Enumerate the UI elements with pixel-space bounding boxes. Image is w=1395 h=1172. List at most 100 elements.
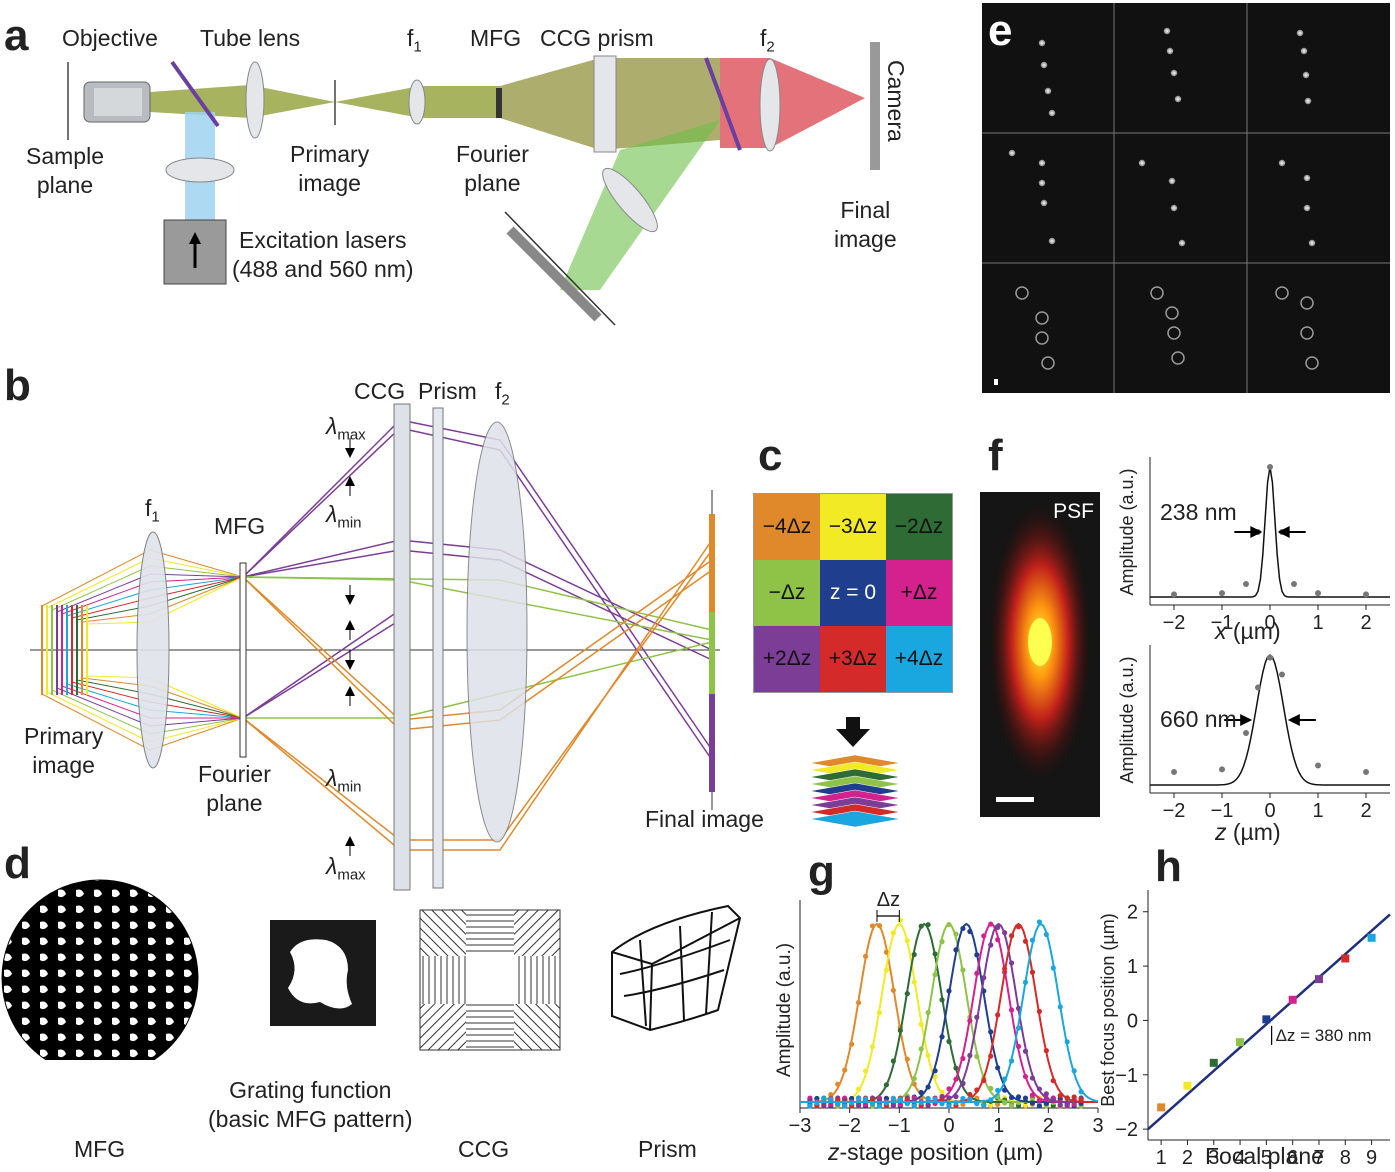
data-point	[842, 1067, 848, 1073]
data-point	[1219, 590, 1225, 597]
label-lambda-max-top: λmax	[326, 413, 366, 444]
h-xtick: 8	[1340, 1147, 1351, 1169]
psf-label: PSF	[1053, 500, 1094, 523]
g-ylabel: Amplitude (a.u.)	[774, 943, 795, 1077]
focal-plane-cell: z = 0	[820, 560, 886, 626]
data-point	[1022, 1048, 1029, 1054]
label-grating-function: Grating function (basic MFG pattern)	[208, 1077, 413, 1132]
data-point	[1036, 919, 1042, 925]
data-point	[988, 1102, 994, 1108]
focal-plane-cell: −4Δz	[754, 494, 820, 560]
h-xtick: 4	[1235, 1147, 1246, 1169]
h-xtick: 6	[1287, 1147, 1298, 1169]
data-point	[849, 1100, 855, 1106]
data-point	[995, 1087, 1001, 1093]
focal-plane-cell: +Δz	[886, 560, 952, 626]
data-point	[1243, 730, 1249, 736]
fluorescent-spot	[1041, 356, 1055, 370]
grating-patterns	[1, 879, 742, 1060]
data-point	[967, 928, 973, 935]
focal-plane-point	[1157, 1103, 1166, 1112]
data-point	[1008, 933, 1015, 939]
data-point	[960, 925, 966, 932]
data-point	[835, 1081, 841, 1087]
data-point	[988, 1097, 994, 1103]
fluorescent-spot	[1300, 296, 1314, 310]
focal-plane-point	[1367, 933, 1376, 942]
fwhm-z-label: 660 nm	[1160, 706, 1237, 732]
data-point	[911, 979, 917, 985]
data-point	[939, 1101, 945, 1107]
data-point	[946, 1038, 952, 1045]
label-b-ccg: CCG	[354, 378, 406, 404]
data-point	[1008, 1058, 1015, 1064]
data-point	[862, 1096, 869, 1102]
g-tick: −1	[888, 1115, 911, 1137]
fluorescent-spot	[1163, 27, 1171, 35]
label-b-prism: Prism	[418, 378, 477, 404]
fluorescent-spot	[1174, 95, 1182, 103]
data-point	[904, 1101, 910, 1107]
data-point	[1071, 1094, 1077, 1100]
fluorescent-spot	[1008, 149, 1016, 157]
data-point	[849, 1041, 855, 1047]
fluorescent-spot	[1048, 109, 1056, 117]
fluorescent-spot	[1138, 159, 1146, 167]
fluorescent-spot	[1170, 69, 1178, 77]
f-top-tick: 1	[1312, 612, 1323, 634]
data-point	[1015, 1005, 1022, 1011]
data-point	[1315, 762, 1321, 769]
fluorescent-spot	[1308, 239, 1316, 247]
focal-plane-point	[1236, 1038, 1245, 1047]
data-point	[960, 1095, 966, 1102]
g-tick: 2	[1043, 1115, 1054, 1137]
data-point	[807, 1103, 813, 1109]
data-point	[1029, 1092, 1036, 1098]
fluorescent-spot	[1303, 174, 1311, 182]
focal-plane-cell: +2Δz	[754, 626, 820, 692]
data-point	[1071, 1068, 1077, 1074]
data-point	[1008, 1094, 1015, 1100]
h-xtick: 9	[1366, 1147, 1377, 1169]
data-point	[1171, 591, 1177, 598]
panel-label-c: c	[758, 431, 783, 480]
label-b-fourier-plane: Fourier plane	[198, 761, 271, 816]
label-d-prism: Prism	[638, 1136, 697, 1162]
data-point	[1022, 1073, 1029, 1080]
data-point	[946, 921, 952, 928]
data-point	[862, 1068, 869, 1074]
data-point	[883, 1100, 890, 1106]
data-point	[960, 1081, 966, 1087]
data-point	[918, 1100, 924, 1106]
focal-plane-cell: +3Δz	[820, 626, 886, 692]
fluorescent-spot	[1300, 47, 1308, 55]
label-final-image: Final image	[834, 197, 897, 252]
data-point	[856, 1095, 862, 1102]
fluorescent-spot	[1150, 286, 1164, 300]
data-point	[1008, 1103, 1015, 1109]
data-point	[946, 1095, 952, 1101]
focal-stack-illustration	[809, 717, 901, 828]
label-ccg-prism: CCG prism	[540, 25, 654, 51]
g-tick: 1	[993, 1115, 1004, 1137]
data-point	[821, 1095, 827, 1102]
data-point	[960, 1101, 966, 1107]
data-point	[1057, 1102, 1063, 1108]
panel-label-b: b	[4, 361, 31, 410]
panel-label-f: f	[988, 431, 1003, 480]
data-point	[981, 1102, 987, 1108]
data-point	[988, 921, 994, 927]
focal-plane-point	[1288, 995, 1297, 1004]
data-point	[974, 1101, 980, 1107]
data-point	[1057, 1092, 1063, 1099]
label-camera: Camera	[883, 60, 909, 142]
data-point	[1050, 1097, 1056, 1103]
focal-plane-point	[1262, 1015, 1271, 1024]
panel-label-a: a	[4, 11, 29, 60]
data-point	[1022, 938, 1029, 944]
label-fourier-plane: Fourier plane	[456, 141, 529, 196]
fluorescent-spot	[1278, 159, 1286, 167]
fluorescent-spot	[1302, 71, 1310, 79]
data-point	[1267, 464, 1273, 470]
f-bottom-xlabel: z (µm)	[1215, 819, 1281, 845]
